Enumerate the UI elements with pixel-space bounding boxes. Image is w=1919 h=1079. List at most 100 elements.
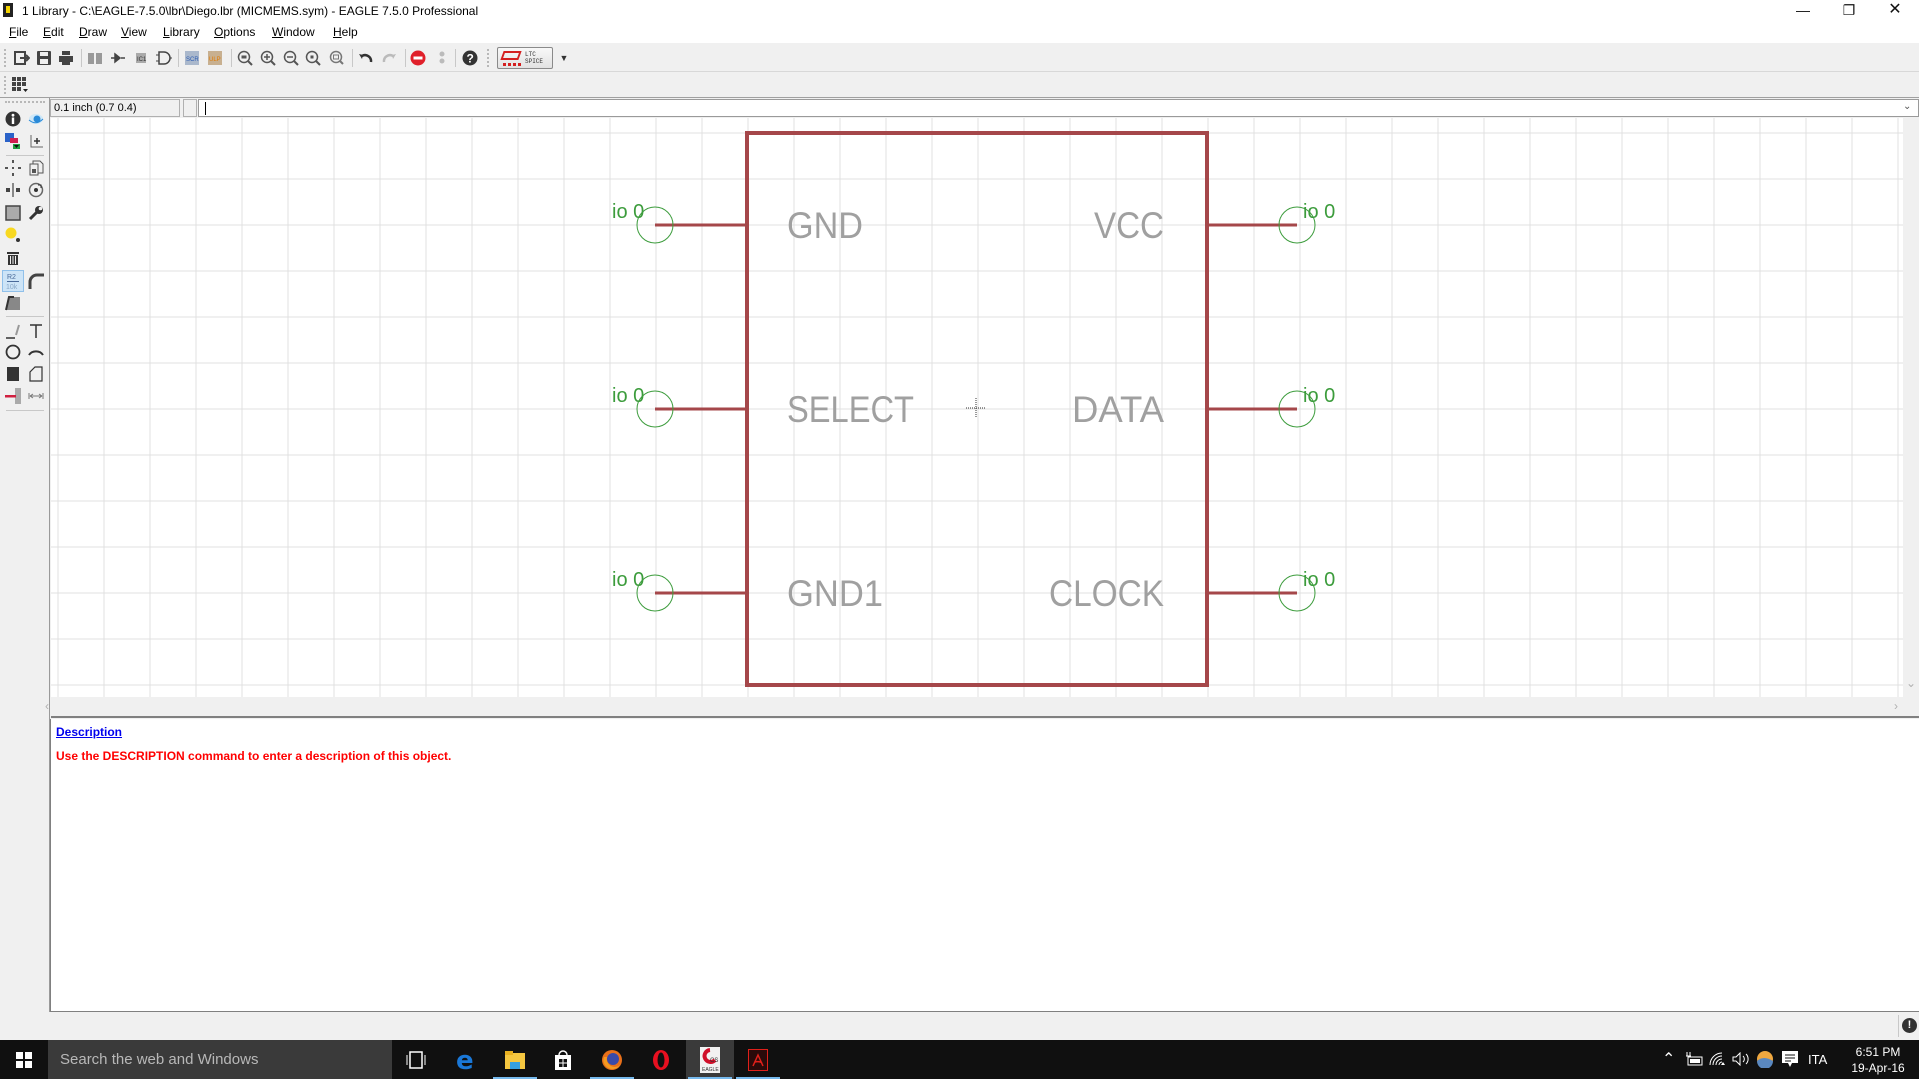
- stop-icon[interactable]: [409, 49, 427, 67]
- device-icon[interactable]: IC1: [132, 49, 150, 67]
- pin-right-2[interactable]: io 0 DATA: [1072, 385, 1335, 430]
- taskbar-file-explorer[interactable]: [491, 1040, 539, 1079]
- zoom-select-icon[interactable]: [304, 49, 322, 67]
- zoom-last-icon[interactable]: [328, 49, 346, 67]
- pin-right-1[interactable]: io 0 VCC: [1094, 201, 1335, 246]
- volume-icon[interactable]: [1732, 1051, 1750, 1069]
- taskbar-opera[interactable]: [637, 1040, 685, 1079]
- text-icon[interactable]: [27, 322, 45, 340]
- menu-library[interactable]: Library: [163, 25, 200, 39]
- start-button[interactable]: [0, 1040, 48, 1079]
- menu-help[interactable]: Help: [333, 25, 358, 39]
- pin-right-3[interactable]: io 0 CLOCK: [1049, 569, 1335, 614]
- battery-icon[interactable]: [1684, 1052, 1704, 1069]
- description-link[interactable]: Description: [56, 725, 123, 739]
- taskbar-edge[interactable]: e: [442, 1040, 490, 1079]
- zoom-in-icon[interactable]: [259, 49, 277, 67]
- toolbar-grip[interactable]: [4, 49, 6, 67]
- package-icon[interactable]: [109, 49, 127, 67]
- symbol-icon[interactable]: [155, 49, 173, 67]
- go-icon[interactable]: [433, 49, 451, 67]
- open-icon[interactable]: [13, 49, 31, 67]
- mark-icon[interactable]: [27, 132, 45, 150]
- undo-icon[interactable]: [356, 49, 374, 67]
- save-icon[interactable]: [35, 49, 53, 67]
- scroll-down-arrow-icon[interactable]: ⌄: [1906, 676, 1917, 690]
- wire-icon[interactable]: [4, 322, 22, 340]
- script-icon[interactable]: SCR: [183, 49, 201, 67]
- redo-icon[interactable]: [381, 49, 399, 67]
- pin-icon[interactable]: [4, 387, 22, 405]
- rotate-icon[interactable]: [27, 181, 45, 199]
- taskbar-store[interactable]: [539, 1040, 587, 1079]
- vertical-scrollbar[interactable]: ⌄: [1903, 118, 1919, 697]
- miter-icon[interactable]: [27, 272, 45, 290]
- help-icon[interactable]: ?: [461, 49, 479, 67]
- move-icon[interactable]: [4, 159, 22, 177]
- drawing-canvas[interactable]: io 0 GND io 0 SELECT io 0 GND1 io 0 VCC: [51, 118, 1903, 697]
- arc-icon[interactable]: [27, 343, 45, 361]
- show-icon[interactable]: [27, 110, 45, 128]
- status-bar: !: [0, 1012, 1919, 1040]
- layers-icon[interactable]: [4, 132, 22, 150]
- toolbar-grip[interactable]: [4, 76, 6, 94]
- close-button[interactable]: ✕: [1888, 1, 1902, 18]
- origin-crosshair-icon: [966, 398, 986, 418]
- menu-options[interactable]: Options: [214, 25, 256, 39]
- minimize-button[interactable]: —: [1796, 2, 1810, 18]
- polygon-icon[interactable]: [27, 365, 45, 383]
- info-icon[interactable]: [4, 110, 22, 128]
- toolbar-grip[interactable]: [487, 49, 489, 67]
- weather-icon[interactable]: [1756, 1050, 1774, 1071]
- library-book-icon[interactable]: [86, 49, 104, 67]
- command-line-input[interactable]: [198, 99, 1919, 117]
- grid-toolbar: [0, 72, 1919, 98]
- menu-draw[interactable]: Draw: [79, 25, 108, 39]
- ulp-icon[interactable]: ULP: [206, 49, 224, 67]
- menu-edit[interactable]: Edit: [43, 25, 64, 39]
- wifi-icon[interactable]: [1709, 1052, 1727, 1069]
- menu-window[interactable]: Window: [272, 25, 315, 39]
- taskbar-clock[interactable]: 6:51 PM 19-Apr-16: [1848, 1044, 1908, 1076]
- taskbar-firefox[interactable]: [588, 1040, 636, 1079]
- grid-icon[interactable]: [11, 76, 29, 94]
- mirror-icon[interactable]: [4, 181, 22, 199]
- split-icon[interactable]: [4, 294, 22, 312]
- toolbar-grip[interactable]: [5, 101, 45, 103]
- scroll-right-arrow-icon[interactable]: ›: [1894, 699, 1898, 713]
- paste-icon[interactable]: [4, 226, 22, 244]
- pin-left-2[interactable]: io 0 SELECT: [612, 385, 914, 430]
- group-icon[interactable]: [4, 204, 22, 222]
- command-history-button[interactable]: [183, 99, 197, 117]
- change-icon[interactable]: [27, 204, 45, 222]
- zoom-fit-icon[interactable]: [236, 49, 254, 67]
- task-view-button[interactable]: [392, 1040, 440, 1079]
- taskbar-search-box[interactable]: Search the web and Windows: [48, 1040, 392, 1079]
- restore-button[interactable]: ❐: [1842, 2, 1856, 18]
- menu-file[interactable]: File: [9, 25, 29, 39]
- menu-view[interactable]: View: [121, 25, 147, 39]
- copy-icon[interactable]: [27, 159, 45, 177]
- command-dropdown-icon[interactable]: ⌄: [1903, 101, 1912, 112]
- delete-icon[interactable]: [4, 249, 22, 267]
- status-warning-icon[interactable]: !: [1902, 1018, 1917, 1033]
- notifications-icon[interactable]: [1781, 1050, 1799, 1071]
- taskbar-acrobat[interactable]: [734, 1040, 782, 1079]
- print-icon[interactable]: [57, 49, 75, 67]
- show-hidden-icons-chevron-icon[interactable]: ⌃: [1662, 1051, 1676, 1068]
- ltspice-dropdown-arrow-icon[interactable]: ▼: [559, 52, 569, 63]
- circle-icon[interactable]: [4, 343, 22, 361]
- acrobat-icon: [748, 1048, 768, 1071]
- rect-icon[interactable]: [4, 365, 22, 383]
- pin-left-1[interactable]: io 0 GND: [612, 201, 863, 246]
- scroll-left-arrow-icon[interactable]: ‹: [45, 699, 49, 713]
- horizontal-scrollbar[interactable]: ‹ ›: [45, 697, 1919, 718]
- pin-left-3[interactable]: io 0 GND1: [612, 569, 883, 614]
- zoom-out-icon[interactable]: [282, 49, 300, 67]
- input-language-indicator[interactable]: ITA: [1808, 1052, 1828, 1067]
- dimension-icon[interactable]: [27, 387, 45, 405]
- pin-connection-circle: [1278, 206, 1316, 244]
